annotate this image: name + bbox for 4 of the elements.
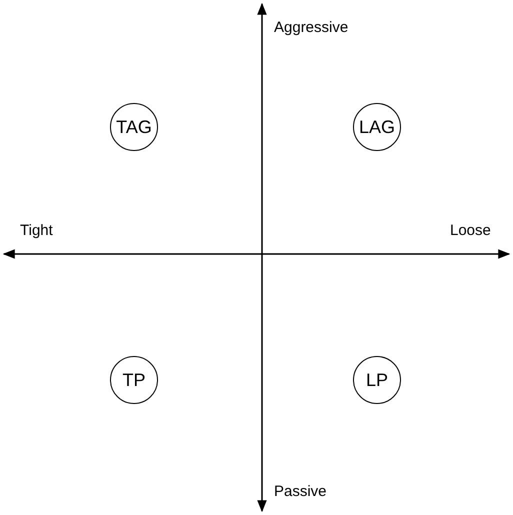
axis-label: Aggressive xyxy=(274,19,348,38)
axis-label: Passive xyxy=(274,483,327,502)
axis-label: Tight xyxy=(20,222,53,241)
axis-label: Loose xyxy=(450,222,491,241)
